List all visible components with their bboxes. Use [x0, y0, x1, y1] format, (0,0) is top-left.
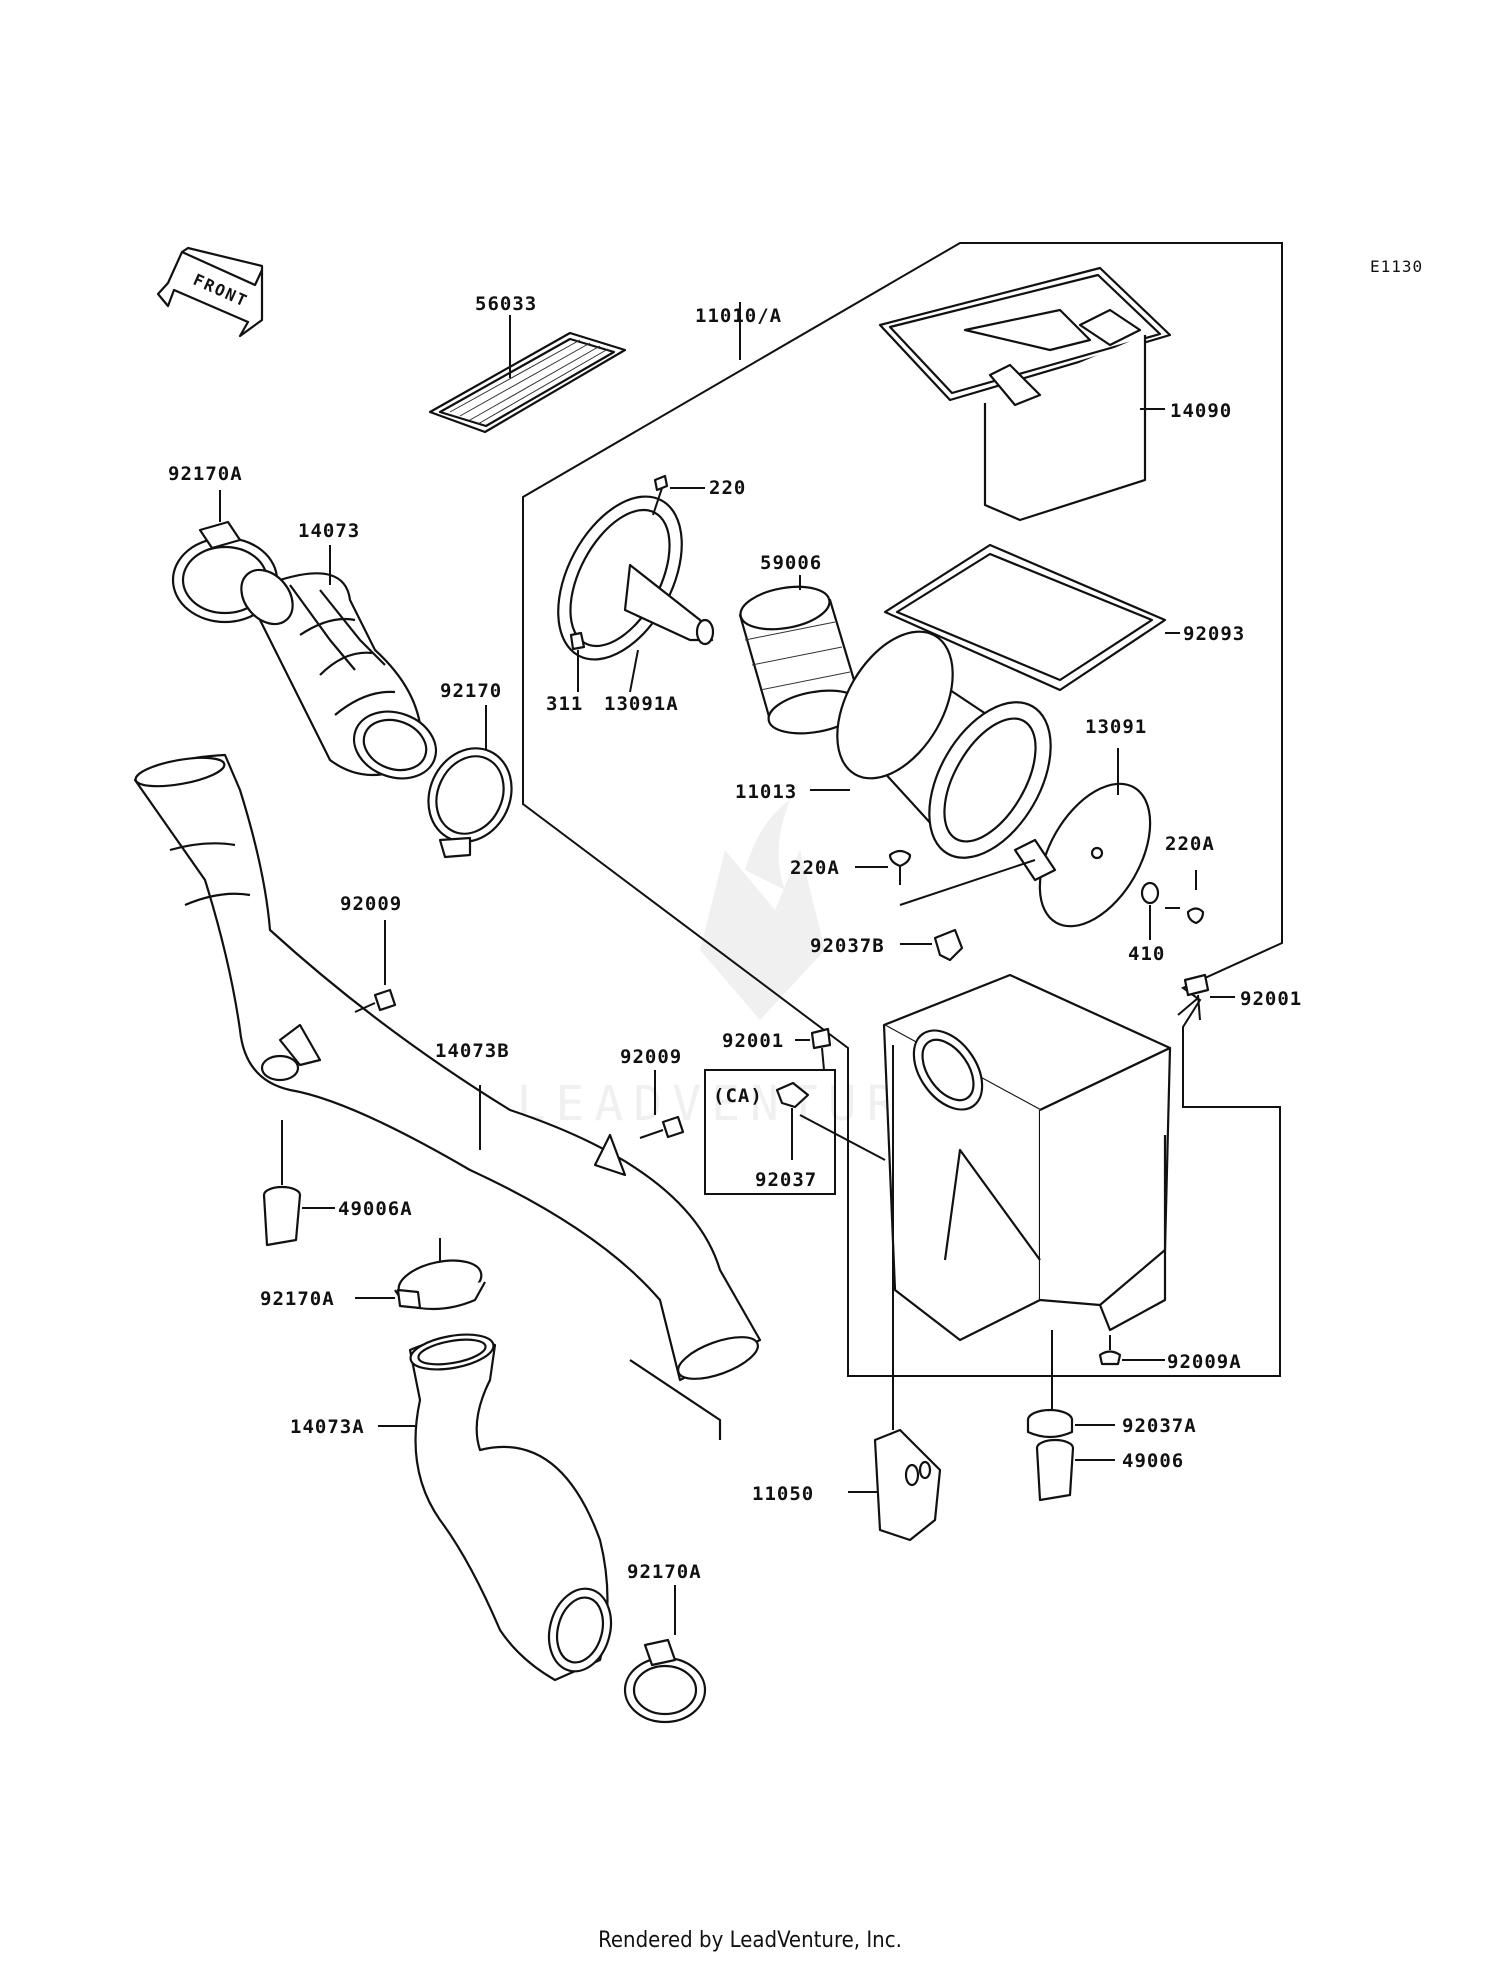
callout-11010A: 11010/A: [695, 305, 782, 327]
front-arrow-icon: FRONT: [156, 246, 264, 338]
part-92037B-clip: [900, 928, 964, 962]
callout-410: 410: [1128, 943, 1165, 965]
diagram-code: E1130: [1370, 257, 1423, 276]
callout-92009A: 92009A: [1167, 1351, 1242, 1373]
part-92170A-clamp-mid: [355, 1238, 486, 1311]
part-92170-clamp: [427, 705, 513, 859]
part-air-box-case: [882, 973, 1172, 1420]
part-49006-cap: [1035, 1438, 1115, 1502]
callout-59006: 59006: [760, 552, 822, 574]
callout-92009-top: 92009: [340, 893, 402, 915]
callout-92009-mid: 92009: [620, 1046, 682, 1068]
part-56033-mesh: [428, 331, 627, 434]
callout-92037: 92037: [755, 1169, 817, 1191]
part-92009-bolt-mid: [639, 1070, 685, 1139]
callout-ca: (CA): [713, 1085, 763, 1107]
part-92009A-bolt: [1098, 1335, 1165, 1366]
part-220-bolt: [652, 474, 705, 516]
callout-14073: 14073: [298, 520, 360, 542]
part-220A-screw-right: [1165, 870, 1205, 925]
part-92001-bolt-right: [1183, 973, 1235, 1021]
callout-92170A-bottom: 92170A: [627, 1561, 702, 1583]
callout-92037B: 92037B: [810, 935, 885, 957]
callout-220A-right: 220A: [1165, 833, 1215, 855]
callout-49006: 49006: [1122, 1450, 1184, 1472]
part-11050-bracket: [848, 1045, 942, 1542]
callout-220: 220: [709, 477, 746, 499]
part-14090-cover: [878, 266, 1172, 522]
part-92001-bolt-left: [795, 1027, 832, 1071]
callout-92001-right: 92001: [1240, 988, 1302, 1010]
callout-92170: 92170: [440, 680, 502, 702]
callout-56033: 56033: [475, 293, 537, 315]
part-92009-bolt-top: [354, 920, 397, 1013]
assembly-outline: [522, 242, 1283, 1377]
part-92093-gasket: [883, 543, 1180, 692]
part-92170A-clamp-bottom: [623, 1585, 707, 1724]
part-220A-screw-left: [855, 849, 912, 885]
part-14073-hose: [240, 545, 438, 780]
callout-220A-left: 220A: [790, 857, 840, 879]
part-13091A-plate: [557, 495, 715, 693]
part-92037A-clamp: [1026, 1408, 1115, 1439]
callout-49006A: 49006A: [338, 1198, 413, 1220]
callout-92170A-mid: 92170A: [260, 1288, 335, 1310]
ca-inset-box: [704, 1069, 886, 1195]
callout-14073B: 14073B: [435, 1040, 510, 1062]
callout-92001-left: 92001: [722, 1030, 784, 1052]
callout-13091A: 13091A: [604, 693, 679, 715]
part-13091-plate: [899, 748, 1152, 928]
part-14073A-duct: [378, 1333, 613, 1682]
callout-92037A: 92037A: [1122, 1415, 1197, 1437]
part-11013-element: [810, 630, 1052, 859]
callout-13091: 13091: [1085, 716, 1147, 738]
callout-14073A: 14073A: [290, 1416, 365, 1438]
part-14073B-duct: [133, 753, 762, 1440]
callout-92170A-top: 92170A: [168, 463, 243, 485]
part-49006A-cap: [262, 1120, 335, 1247]
callout-11050: 11050: [752, 1483, 814, 1505]
part-410-washer: [1140, 881, 1160, 940]
callout-92093: 92093: [1183, 623, 1245, 645]
callout-11013: 11013: [735, 781, 797, 803]
callout-14090: 14090: [1170, 400, 1232, 422]
callout-311: 311: [546, 693, 583, 715]
footer-credit: Rendered by LeadVenture, Inc.: [598, 1928, 902, 1953]
